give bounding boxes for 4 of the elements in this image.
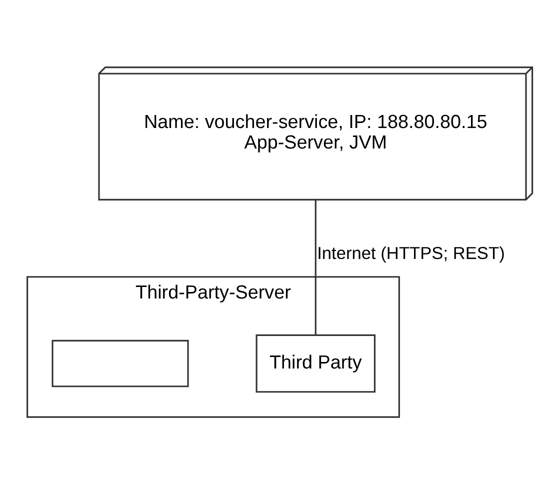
node-box [52,340,189,388]
edge-label: Internet (HTTPS; REST) [317,243,505,264]
node-box: Third Party [256,334,376,393]
connector [314,200,316,336]
